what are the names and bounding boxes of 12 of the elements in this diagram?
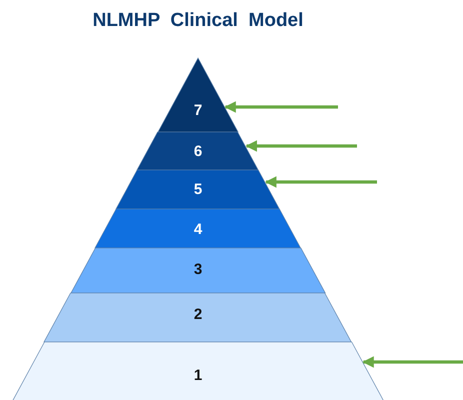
arrow (245, 140, 357, 152)
arrow (362, 356, 463, 368)
diagram-title: NLMHP Clinical Model (92, 10, 304, 32)
arrow (264, 176, 377, 188)
layer-number: 4 (194, 221, 202, 239)
layer-number: 6 (194, 143, 202, 161)
layer-number: 1 (194, 367, 202, 385)
layer-number: 7 (194, 102, 202, 120)
layer-number: 2 (194, 306, 202, 324)
arrow (224, 101, 338, 113)
layer-number: 5 (194, 181, 202, 199)
layer-number: 3 (194, 261, 202, 279)
